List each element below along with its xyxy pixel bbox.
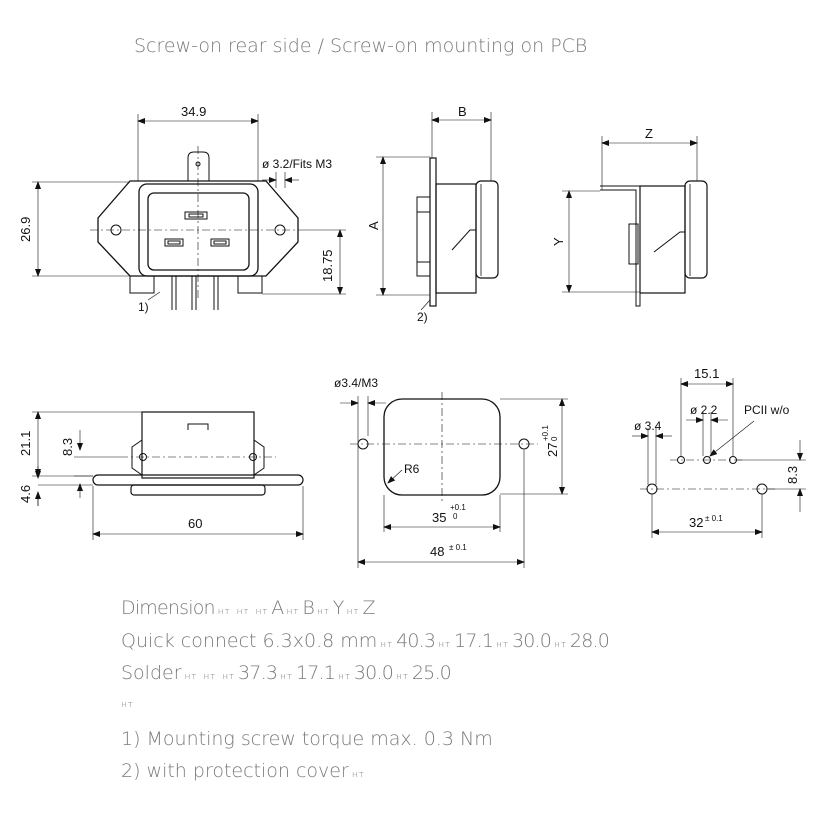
dim-side-y: Y [551,237,566,246]
dim-cut-inner: 35 [432,510,446,525]
dim-pcb-width-tol: ± 0.1 [705,514,723,523]
dim-cut-height-tol-bot: 0 [550,436,559,441]
dim-bottom-flange: 4.6 [18,485,33,503]
dim-side-z: Z [645,126,653,141]
dim-cut-height-tol-top: +0.1 [541,425,550,441]
dim-side-b: B [458,104,467,119]
dim-bottom-mid: 8.3 [60,438,75,456]
side-view-b [376,112,499,311]
technical-drawing: 34.9 ø 3.2/Fits M3 26.9 18.75 1) B A 2) … [18,104,806,568]
dim-pcb-spacing: 15.1 [694,366,719,381]
dim-cut-outer: 48 [430,544,444,559]
dim-pcb-pcii: PCII w/o [744,403,790,417]
dim-front-height: 26.9 [18,217,33,242]
dim-cut-outer-tol: ± 0.1 [449,543,467,552]
dim-side-a: A [366,221,381,230]
dim-pcb-width: 32 [689,515,703,530]
side-view-z [562,136,708,307]
bottom-view [32,411,304,540]
dim-pcb-d22: ø 2.2 [690,403,718,417]
note-1: 1) Mounting screw torque max. 0.3 Nm [121,728,493,750]
dim-pcb-d34: ø 3.4 [634,419,662,433]
note-2-marker: 2) [417,310,428,324]
dim-pcb-height: 8.3 [785,466,800,484]
dim-cut-hole: ø3.4/M3 [334,376,378,390]
dim-cut-height: 27 [545,443,560,457]
pcb-layout [632,378,806,538]
note-1-marker: 1) [138,300,149,314]
dim-cut-inner-tol-top: +0.1 [450,503,466,512]
dim-cut-inner-tol-bot: 0 [453,512,458,521]
dim-bottom-width: 60 [188,516,202,531]
panel-cutout [340,392,568,568]
dim-front-width: 34.9 [181,104,206,119]
dim-bottom-height: 21.1 [18,431,33,456]
dim-cut-radius: R6 [404,462,420,476]
table-blank-row: нт [121,700,134,710]
front-view [32,114,346,310]
dim-front-half: 18.75 [320,249,335,282]
page-title: Screw-on rear side / Screw-on mounting o… [134,35,588,57]
dim-hole-note: ø 3.2/Fits M3 [262,157,332,171]
